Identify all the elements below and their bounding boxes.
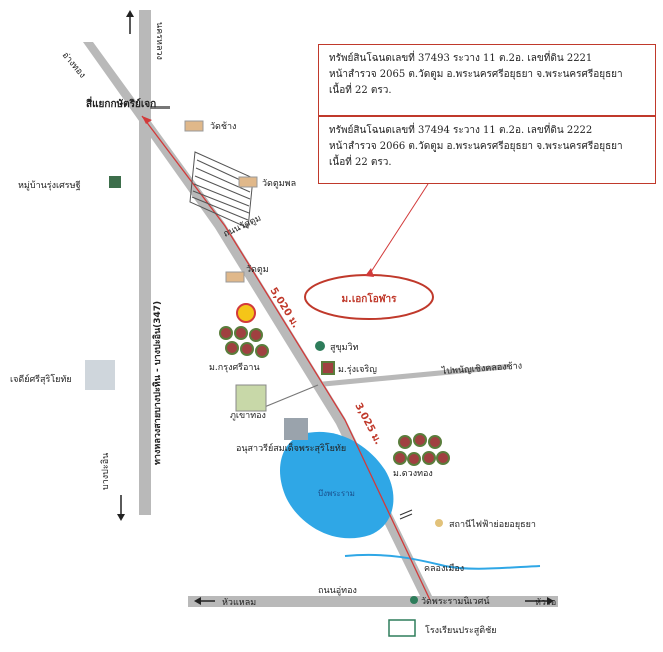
hill-icon — [235, 384, 267, 412]
housing-cluster-icon — [219, 326, 269, 358]
housing-cluster-icon — [393, 433, 450, 466]
village-icon — [321, 361, 335, 375]
to-bottom-label: บางปะอิน — [100, 453, 111, 490]
wat-chang-label: วัดช้าง — [210, 121, 236, 132]
arrow-right-head — [547, 597, 554, 605]
arrow-up-head — [126, 10, 134, 17]
canal — [344, 553, 541, 570]
wat-tum-label: วัดตูม — [246, 265, 269, 275]
bottom-road — [188, 596, 558, 607]
khu-khan-label: สูขุมวิท — [330, 342, 359, 353]
monument-icon — [284, 418, 308, 440]
highway-label: ทางหลวงสายบางปะหิน - บางปะอิน(347) — [152, 301, 163, 465]
property-1-line2: หน้าสำรวจ 2065 ต.วัดตูม อ.พระนครศรีอยุธย… — [329, 69, 623, 80]
temple-marker-icon — [410, 596, 418, 604]
to-top-label: นครหลวง — [154, 22, 164, 60]
connector-road — [261, 384, 319, 409]
lake — [280, 431, 394, 539]
school-label: โรงเรียนประสูติชัย — [425, 625, 497, 636]
intersection-label: สี่แยกกษัตริย์เจก — [86, 96, 156, 110]
property-2-line1: ทรัพย์สินโฉนดเลขที่ 37494 ระวาง 11 ต.2อ.… — [329, 125, 593, 136]
duang-thong-label: ม.ดวงทอง — [393, 469, 433, 479]
village-rung-label: หมู่บ้านรุ่งเศรษฐี — [18, 180, 81, 191]
arrow-left-head — [194, 597, 201, 605]
power-label: สถานีไฟฟ้าย่อยอยุธยา — [449, 519, 536, 530]
right-branch-label: ไปพนัญเชิงคลองช้าง — [440, 360, 522, 377]
top-branch-road — [150, 106, 170, 109]
rung-charoen-label: ม.รุ่งเจริญ — [338, 364, 377, 375]
temple-bottom-label: วัดพระรามนิเวศน์ — [421, 595, 490, 607]
chedi-icon — [85, 360, 115, 390]
property-1-box: ทรัพย์สินโฉนดเลขที่ 37493 ระวาง 11 ต.2อ.… — [318, 44, 656, 116]
power-icon — [435, 519, 443, 527]
school-icon — [388, 619, 416, 637]
pointer-head — [365, 268, 374, 277]
phu-khao-thong-label: ภูเขาทอง — [230, 411, 266, 421]
building-block — [189, 151, 254, 229]
power-line — [399, 509, 413, 516]
route-arrow — [142, 116, 152, 124]
property-2-box: ทรัพย์สินโฉนดเลขที่ 37494 ระวาง 11 ต.2อ.… — [318, 116, 656, 184]
suriyothai-label: เจดีย์ศรีสุริโยทัย — [10, 373, 72, 385]
village-icon — [109, 176, 121, 188]
to-topleft-label: อ่างทอง — [60, 51, 87, 81]
power-line — [399, 513, 413, 520]
property-2-line2: หน้าสำรวจ 2066 ต.วัดตูม อ.พระนครศรีอยุธย… — [329, 141, 623, 152]
distance-2: 3,025 ม. — [352, 401, 383, 446]
diagonal-road — [83, 42, 432, 598]
pointer-line — [368, 183, 429, 276]
canal-label: คลองเมือง — [424, 563, 464, 574]
bottom-road-label: ถนนอู่ทอง — [318, 586, 357, 596]
main-highway — [139, 10, 151, 515]
bottom-right-label: หัวรอ — [535, 598, 556, 608]
wat-tum-phon-label: วัดตูมพล — [262, 179, 296, 189]
project-label: ม.เอกโอฬาร — [341, 292, 397, 305]
arrow-down-head — [117, 514, 125, 521]
shell-logo-icon — [236, 303, 256, 323]
monument-label: อนุสาวรีย์สมเด็จพระสุริโยทัย — [236, 441, 346, 454]
krung-sri-an-label: ม.กรุงศรีอาน — [209, 362, 260, 373]
property-1-line1: ทรัพย์สินโฉนดเลขที่ 37493 ระวาง 11 ต.2อ.… — [329, 53, 593, 64]
lake-label: บึงพระราม — [318, 489, 355, 498]
property-2-line3: เนื้อที่ 22 ตรว. — [329, 157, 392, 168]
temple-icon — [238, 176, 258, 188]
property-1-line3: เนื้อที่ 22 ตรว. — [329, 85, 392, 96]
shop-icon — [315, 341, 325, 351]
bottom-left-label: หัวแหลม — [222, 598, 256, 608]
temple-icon — [225, 271, 245, 283]
temple-icon — [184, 120, 204, 132]
route-line — [141, 115, 431, 601]
right-branch-road — [318, 364, 509, 387]
